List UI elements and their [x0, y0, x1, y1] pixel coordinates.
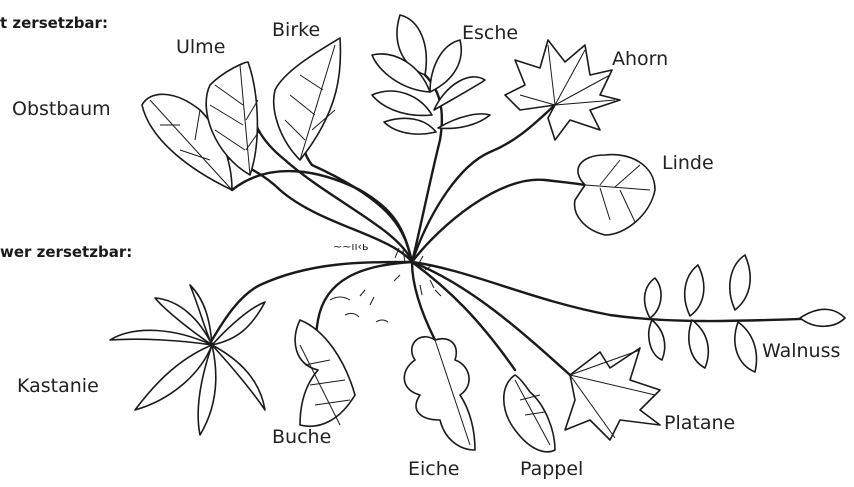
- pappel-leaf: [504, 375, 555, 452]
- label-ulme: Ulme: [176, 36, 225, 58]
- label-birke: Birke: [272, 19, 320, 41]
- label-walnuss: Walnuss: [762, 340, 840, 362]
- svg-text:~~ıı‹ь: ~~ıı‹ь: [333, 240, 368, 253]
- header-easy: t zersetzbar:: [0, 14, 108, 32]
- header-hard: wer zersetzbar:: [0, 243, 132, 261]
- label-linde: Linde: [662, 152, 714, 174]
- branches: ~~ıı‹ь: [175, 75, 830, 375]
- birke-leaf: [274, 38, 341, 160]
- platane-leaf: [565, 348, 660, 440]
- label-platane: Platane: [664, 412, 735, 434]
- ahorn-leaf: [505, 40, 620, 140]
- label-kastanie: Kastanie: [17, 375, 99, 397]
- label-esche: Esche: [462, 22, 518, 44]
- kastanie-leaf: [110, 285, 265, 435]
- buche-leaf: [295, 320, 355, 426]
- linde-leaf: [575, 155, 655, 235]
- eiche-leaf: [404, 337, 475, 450]
- label-buche: Buche: [272, 426, 331, 448]
- label-ahorn: Ahorn: [612, 48, 668, 70]
- label-obstbaum: Obstbaum: [12, 98, 111, 120]
- label-eiche: Eiche: [408, 458, 459, 480]
- label-pappel: Pappel: [520, 458, 583, 480]
